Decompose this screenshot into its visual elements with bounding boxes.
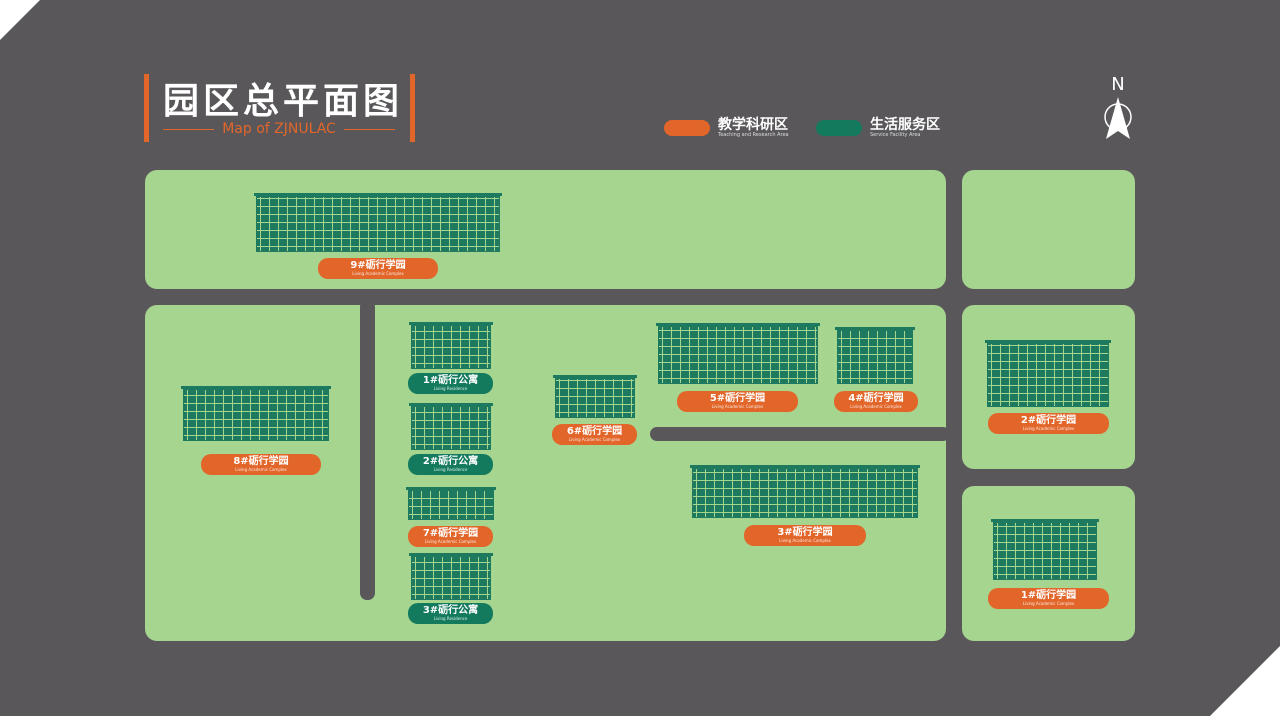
label-name: 7#砺行学园 [422,528,479,539]
label-sub: Living Academic Complex [779,538,831,543]
label-name: 3#砺行学园 [777,527,833,538]
building-8-icon [181,386,331,441]
legend-swatch-teal [816,120,862,136]
label-sub: Living Academic Complex [235,467,287,472]
page-title: 园区总平面图 [163,81,404,122]
title-bar-right [410,74,415,142]
zone-top-right [962,170,1135,289]
label-sub: Living Academic Complex [568,437,621,442]
residence-2-icon [409,403,493,450]
title-bar-left [144,74,149,142]
label-name: 6#砺行学园 [566,426,623,437]
legend-sub: Service Facility Area [870,132,921,138]
legend-sub: Teaching and Research Area [718,132,789,138]
corner-decoration [0,0,40,40]
building-4-icon [835,327,915,384]
label-sub: Living Academic Complex [711,404,764,409]
building-1-icon [991,519,1099,580]
building-9-icon [254,193,502,252]
residence-3-icon [409,553,493,600]
label-name: 1#砺行公寓 [422,375,479,386]
building-6-icon [553,375,637,418]
building-5-icon [656,323,820,384]
road-vertical [360,300,375,600]
road-horizontal [650,427,950,441]
residence-1-icon [409,322,493,369]
label-sub: Living Academic Complex [1022,601,1075,606]
label-name: 2#砺行公寓 [422,456,479,467]
compass-label: N [1111,74,1125,95]
label-sub: Living Residence [433,616,468,621]
label-name: 3#砺行公寓 [422,605,479,616]
building-2-icon [985,340,1111,407]
building-7-icon [406,487,496,520]
north-compass-icon: N [1100,74,1136,144]
label-sub: Living Academic Complex [1022,426,1075,431]
corner-decoration [1210,646,1280,716]
label-name: 9#砺行学园 [350,260,406,271]
label-sub: Living Academic Complex [850,404,902,409]
building-3-icon [690,465,920,518]
label-name: 4#砺行学园 [848,393,904,404]
label-sub: Living Residence [433,386,468,391]
label-name: 5#砺行学园 [709,393,766,404]
label-sub: Living Academic Complex [424,539,477,544]
legend-swatch-orange [664,120,710,136]
subtitle-text: Map of ZJNULAC [222,121,336,137]
label-name: 8#砺行学园 [233,456,289,467]
label-name: 2#砺行学园 [1020,415,1077,426]
page-subtitle: Map of ZJNULAC [163,121,396,137]
label-name: 1#砺行学园 [1020,590,1077,601]
label-sub: Living Residence [433,467,468,472]
legend-label: 生活服务区 [870,117,940,133]
label-sub: Living Academic Complex [352,271,404,276]
legend-label: 教学科研区 [718,117,788,133]
